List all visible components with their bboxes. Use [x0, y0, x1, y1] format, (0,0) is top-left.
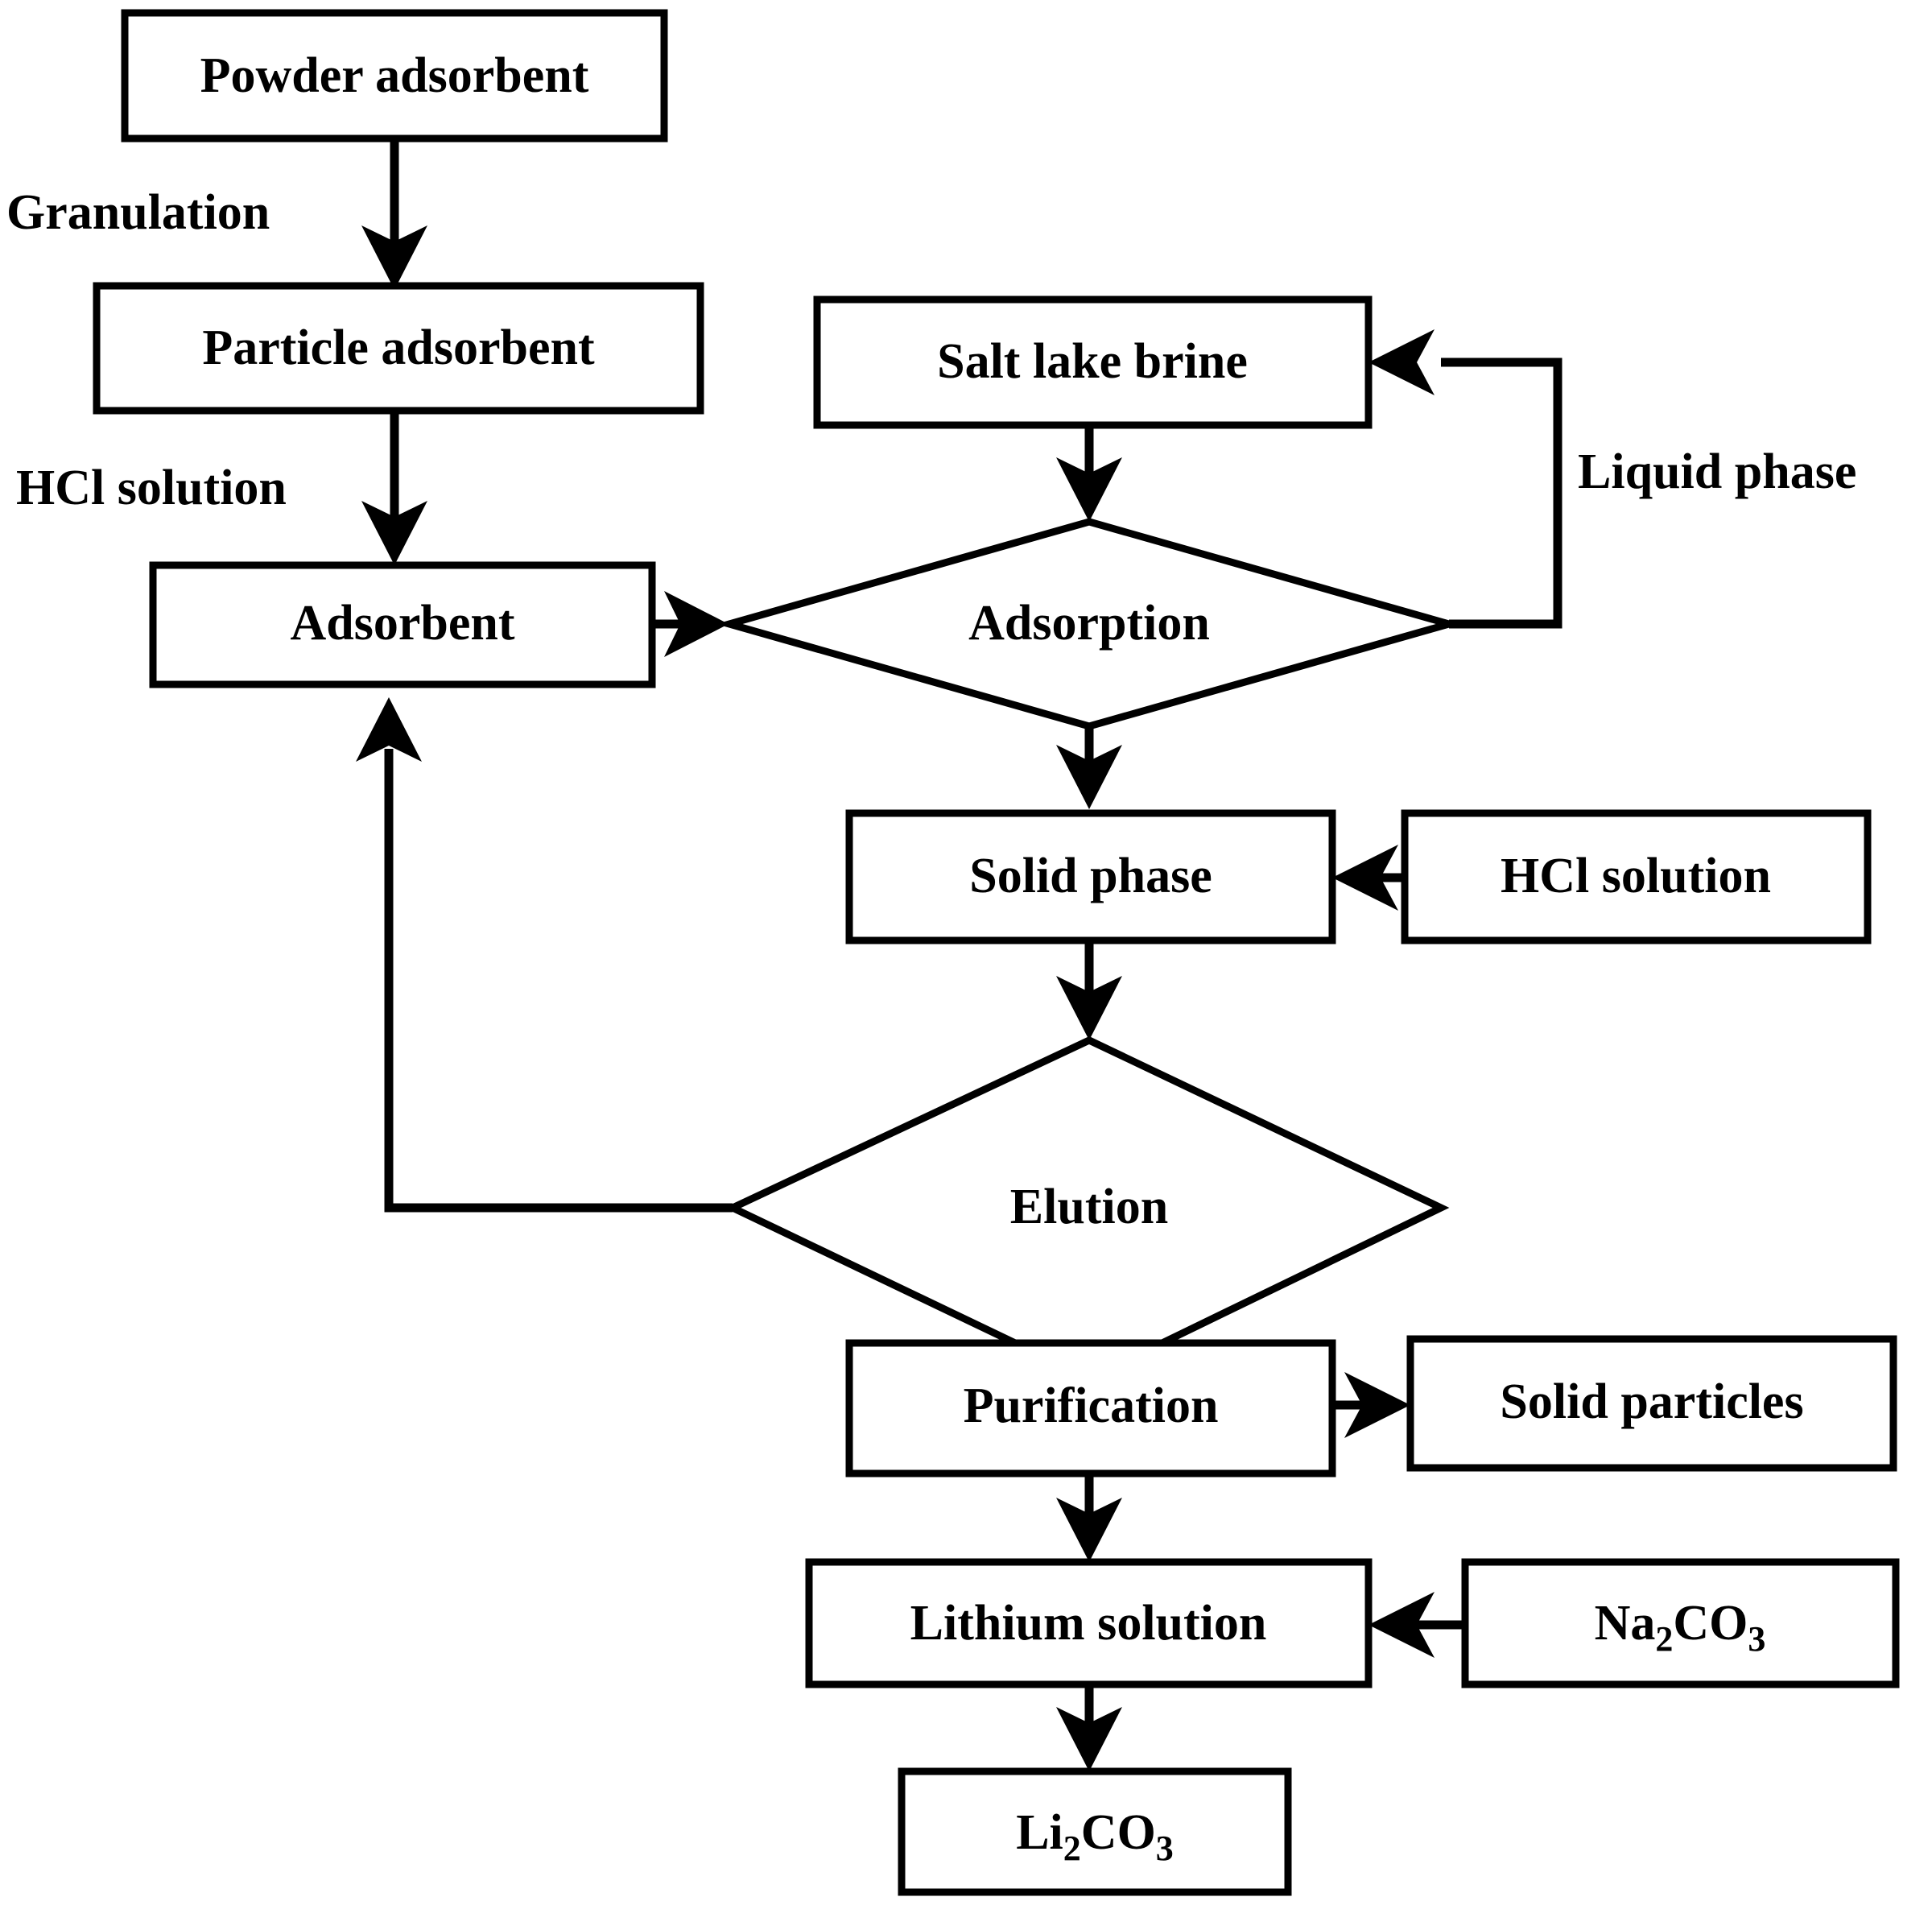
hcl-solution-box[interactable] — [1401, 809, 1872, 944]
node-powder-adsorbent[interactable]: Powder adsorbent — [121, 9, 668, 143]
arrow-head-down — [1056, 457, 1122, 522]
salt-lake-brine-label: Salt lake brine — [937, 334, 1248, 389]
solid-particles-box[interactable] — [1406, 1335, 1897, 1472]
arrow-head-down — [361, 225, 427, 290]
particle-adsorbent-label: Particle adsorbent — [202, 320, 595, 375]
arrow-head-left — [1368, 329, 1435, 395]
edge-solid-phase-to-elution — [1056, 940, 1122, 1040]
lithium-solution-box[interactable] — [805, 1558, 1373, 1688]
na2co3-b: CO — [1673, 1596, 1748, 1651]
li2co3-a: Li — [1016, 1805, 1063, 1860]
arrow-head-down — [1056, 1498, 1122, 1562]
edge-na2co3-to-lithium-solution — [1368, 1592, 1465, 1658]
arrow-head-down — [1056, 976, 1122, 1040]
solid-phase-label: Solid phase — [969, 849, 1212, 903]
salt-lake-brine-box[interactable] — [813, 295, 1373, 429]
na2co3-label: Na2CO3 — [1595, 1596, 1766, 1659]
node-purification[interactable]: Purification — [845, 1339, 1336, 1477]
arrow-head-down — [1056, 745, 1122, 809]
li2co3-label: Li2CO3 — [1016, 1805, 1174, 1868]
edge-lithium-solution-to-li2co3 — [1056, 1683, 1122, 1771]
node-solid-phase[interactable]: Solid phase — [845, 809, 1336, 944]
adsorbent-box[interactable] — [149, 561, 656, 688]
edge-particle-to-adsorbent — [361, 411, 427, 565]
edge-adsorption-to-solid-phase — [1056, 725, 1122, 809]
edge-elution-to-adsorbent-regeneration — [356, 697, 733, 1213]
particle-adsorbent-box[interactable] — [93, 282, 704, 415]
li2co3-b: CO — [1081, 1805, 1156, 1860]
node-hcl-solution[interactable]: HCl solution — [1401, 809, 1872, 944]
elution-label: Elution — [1010, 1180, 1168, 1234]
arrow-head-down — [1056, 1707, 1122, 1771]
edge-adsorbent-to-adsorption — [652, 591, 729, 657]
adsorption-label: Adsorption — [968, 596, 1210, 651]
arrow-head-right — [664, 591, 729, 657]
solid-phase-box[interactable] — [845, 809, 1336, 944]
arrow-head-left — [1368, 1592, 1435, 1658]
node-li2co3[interactable]: Li2CO3 — [898, 1767, 1292, 1896]
adsorption-diamond[interactable] — [716, 518, 1463, 730]
arrow-head-up — [356, 697, 422, 762]
node-lithium-solution[interactable]: Lithium solution — [805, 1558, 1373, 1688]
lithium-solution-label: Lithium solution — [910, 1596, 1267, 1651]
li2co3-sub1: 2 — [1063, 1829, 1081, 1868]
edge-hcl-to-solid-phase — [1332, 845, 1405, 911]
powder-adsorbent-box[interactable] — [121, 9, 668, 143]
na2co3-sub2: 3 — [1748, 1619, 1765, 1659]
hcl-solution-label: HCl solution — [1501, 849, 1771, 903]
arrow-head-left — [1332, 845, 1398, 911]
edge-label-hcl-solution: HCl solution — [16, 461, 287, 515]
edge-powder-to-particle — [361, 138, 427, 290]
edge-brine-to-adsorption — [1056, 425, 1122, 522]
arrow-head-down — [361, 501, 427, 565]
solid-particles-label: Solid particles — [1500, 1374, 1803, 1429]
node-particle-adsorbent[interactable]: Particle adsorbent — [93, 282, 704, 415]
edge-purification-to-solid-particles — [1332, 1372, 1410, 1438]
purification-label: Purification — [964, 1378, 1219, 1433]
edge-adsorption-to-brine-liquid-phase — [1368, 329, 1563, 629]
node-adsorption[interactable]: Adsorption — [716, 518, 1463, 730]
arrow-head-right — [1344, 1372, 1410, 1438]
node-na2co3[interactable]: Na2CO3 — [1461, 1558, 1900, 1688]
adsorbent-label: Adsorbent — [290, 596, 514, 651]
purification-box[interactable] — [845, 1339, 1336, 1477]
node-salt-lake-brine[interactable]: Salt lake brine — [813, 295, 1373, 429]
powder-adsorbent-label: Powder adsorbent — [200, 48, 589, 103]
li2co3-box[interactable] — [898, 1767, 1292, 1896]
li2co3-sub2: 3 — [1156, 1829, 1174, 1868]
node-adsorbent[interactable]: Adsorbent — [149, 561, 656, 688]
na2co3-sub1: 2 — [1655, 1619, 1673, 1659]
na2co3-a: Na — [1595, 1596, 1656, 1651]
node-elution[interactable]: Elution — [724, 1036, 1450, 1382]
edge-label-liquid-phase: Liquid phase — [1578, 444, 1856, 499]
node-solid-particles[interactable]: Solid particles — [1406, 1335, 1897, 1472]
edge-label-granulation: Granulation — [6, 185, 270, 240]
edge-purification-to-lithium-solution — [1056, 1473, 1122, 1562]
na2co3-box[interactable] — [1461, 1558, 1900, 1688]
